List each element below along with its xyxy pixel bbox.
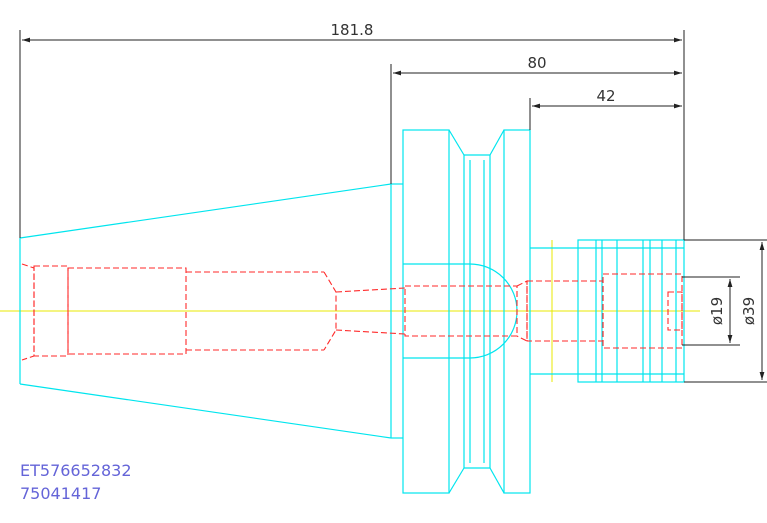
part-number-line-1: ET576652832 [20,461,132,480]
dimension-shank-length: 42 [529,87,682,130]
dim-label-shank-length: 42 [596,87,615,105]
part-number-line-2: 75041417 [20,484,101,503]
dim-label-overall-length: 181.8 [331,21,374,39]
dim-label-bore-diameter: ø19 [708,297,726,325]
dimension-bore-diameter: ø19 [682,276,740,346]
dim-label-flange-to-end: 80 [527,54,546,72]
hidden-bore-lines [21,263,683,361]
tool-holder-outline [19,129,685,494]
dimension-flange-to-end: 80 [390,54,682,184]
dimension-outer-diameter: ø39 [684,239,767,383]
dimension-overall-length: 181.8 [19,21,685,240]
dim-label-outer-diameter: ø39 [740,297,758,325]
